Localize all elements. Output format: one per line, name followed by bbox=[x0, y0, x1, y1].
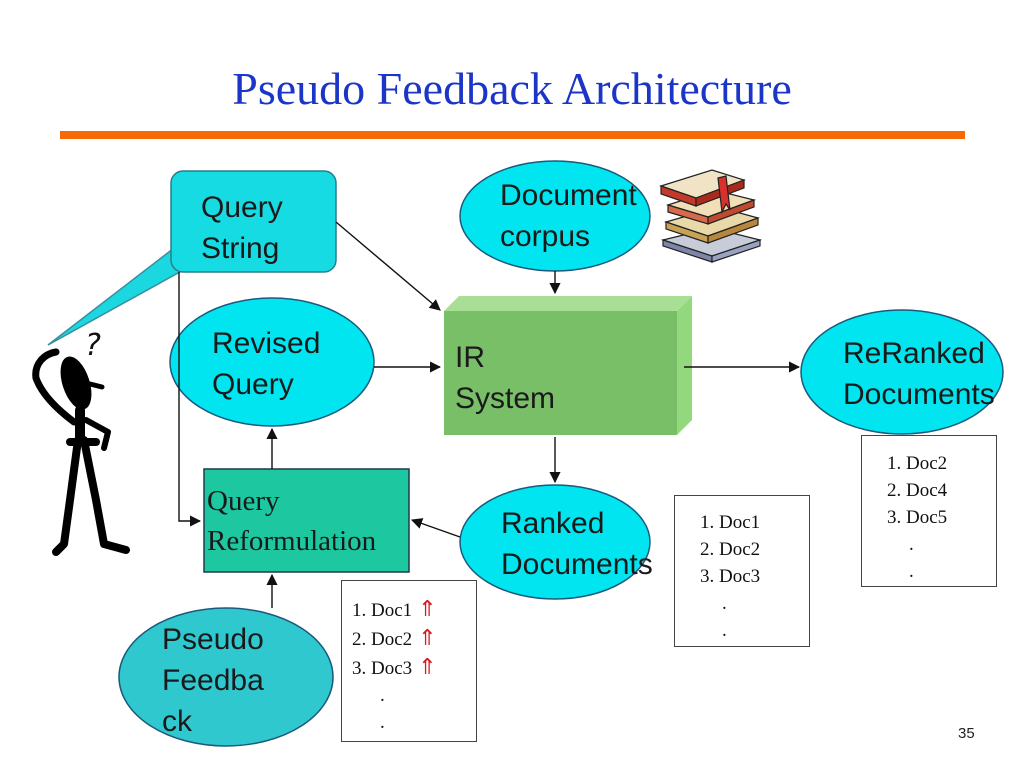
list-item: 1. Doc2 bbox=[887, 453, 948, 474]
query-reformulation-label: Query Reformulation bbox=[207, 485, 377, 557]
reranked-list: 1. Doc2 2. Doc4 3. Doc5 . . bbox=[861, 435, 997, 587]
pseudo-feedback-node bbox=[118, 607, 334, 747]
slide-title: Pseudo Feedback Architecture bbox=[232, 63, 792, 114]
list-item: 2. Doc2 bbox=[700, 539, 761, 560]
ranked-documents-node bbox=[459, 484, 651, 600]
list-item: . bbox=[722, 620, 727, 641]
list-item: 1. Doc1 bbox=[700, 512, 761, 533]
feedback-list: 1. Doc1⇑ 2. Doc2⇑ 3. Doc3⇑ . . bbox=[341, 580, 477, 742]
query-reformulation-box bbox=[203, 468, 410, 573]
list-item: 3. Doc5 bbox=[887, 507, 948, 528]
list-item: 3. Doc3⇑ bbox=[352, 654, 437, 679]
ranked-list: 1. Doc1 2. Doc2 3. Doc3 . . bbox=[674, 495, 810, 647]
books-icon bbox=[659, 169, 763, 263]
ir-system-node bbox=[444, 296, 692, 435]
list-item: 2. Doc2⇑ bbox=[352, 625, 437, 650]
list-item: . bbox=[722, 593, 727, 614]
revised-query-label: Revised Query bbox=[212, 327, 321, 401]
title-underline bbox=[60, 131, 965, 139]
up-arrow-icon: ⇑ bbox=[418, 596, 437, 621]
arrow-query-to-ir bbox=[335, 221, 441, 311]
page-number: 35 bbox=[958, 725, 975, 742]
list-item: . bbox=[380, 685, 385, 706]
thinking-person-icon bbox=[32, 348, 130, 556]
question-mark: ? bbox=[85, 328, 101, 363]
up-arrow-icon: ⇑ bbox=[418, 625, 437, 650]
up-arrow-icon: ⇑ bbox=[418, 654, 437, 679]
reranked-documents-node bbox=[800, 309, 1004, 435]
list-item: . bbox=[909, 561, 914, 582]
list-item: 2. Doc4 bbox=[887, 480, 948, 501]
ir-system-label: IR System bbox=[455, 341, 556, 415]
reranked-documents-label: ReRanked Documents bbox=[843, 337, 995, 411]
query-string-label: Query String bbox=[201, 191, 283, 265]
list-item: 3. Doc3 bbox=[700, 566, 761, 587]
list-item: . bbox=[380, 712, 385, 733]
revised-query-node bbox=[169, 297, 375, 427]
query-string-box bbox=[170, 170, 337, 273]
pseudo-feedback-label: Pseudo Feedba ck bbox=[162, 623, 264, 738]
ranked-documents-label: Ranked Documents bbox=[501, 507, 653, 581]
arrow-query-to-reformulation bbox=[178, 272, 202, 527]
list-item: 1. Doc1⇑ bbox=[352, 596, 437, 621]
list-item: . bbox=[909, 534, 914, 555]
document-corpus-label: Document corpus bbox=[500, 179, 637, 253]
arrow-ranked-to-reformulation bbox=[410, 518, 461, 538]
